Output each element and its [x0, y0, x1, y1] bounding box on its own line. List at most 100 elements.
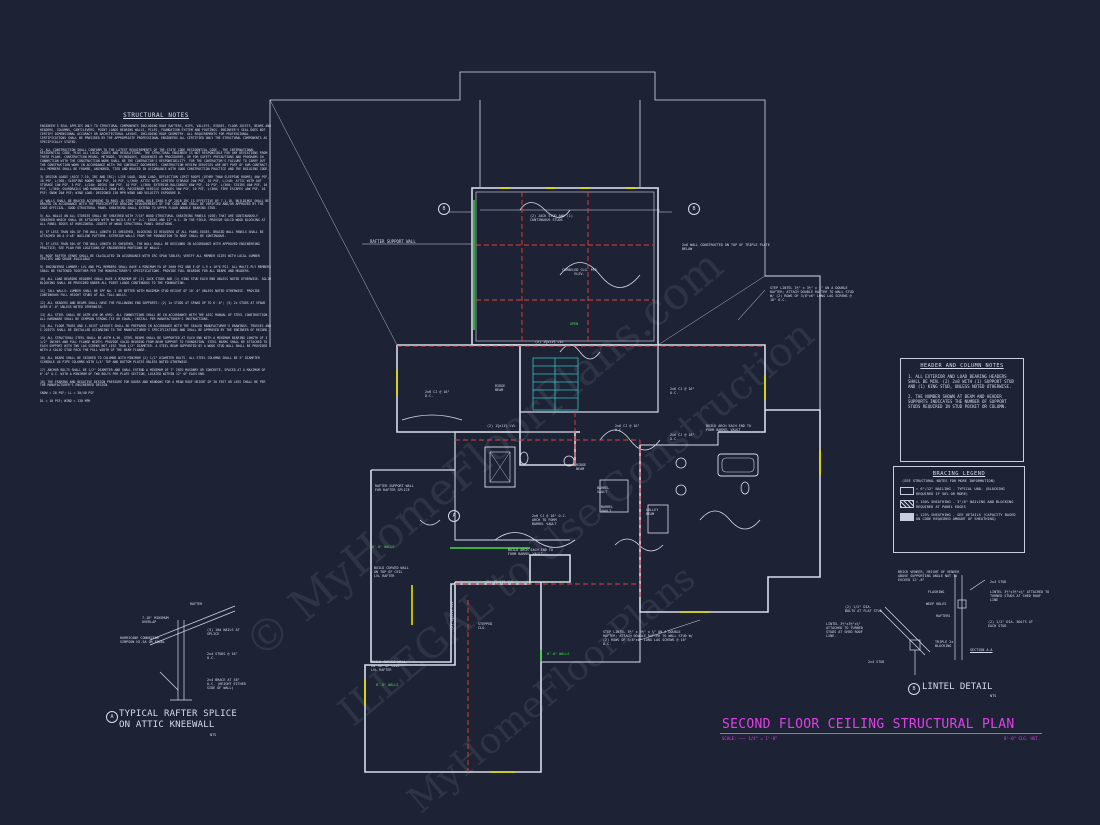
structural-notes: STRUCTURAL NOTES ENGINEER'S SEAL APPLIES… — [40, 112, 272, 408]
plan-label: BUILD ARCH EACH END TO FORM BARREL VAULT — [706, 424, 751, 432]
detail-bubble-b: B — [908, 683, 920, 695]
plan-label: (2) JACK STUD AND (1) CONTINUOUS STUDS — [530, 214, 573, 222]
bracing-legend-item-1: = 6"/12" NAILING - TYPICAL UNO. (BLOCKIN… — [900, 487, 1020, 496]
note-paragraph: 4) WALLS SHALL BE BRACED ACCORDING TO R6… — [40, 198, 270, 211]
detail-label: 2x4 STUD — [990, 580, 1007, 584]
bracing-legend-subheading: (SEE STRUCTURAL NOTES FOR MORE INFORMATI… — [902, 479, 996, 483]
section-bubble-b: B — [438, 203, 450, 215]
plan-label: OPEN — [570, 322, 579, 326]
header-column-notes-heading: HEADER AND COLUMN NOTES — [920, 363, 1004, 369]
plan-label: STEP LINTEL 3½" x 3½" x ¼" ON A DOUBLE R… — [770, 286, 854, 302]
plan-label: 8'-0" WALLS — [376, 683, 399, 687]
stair — [532, 357, 579, 411]
legend-swatch-plain — [900, 487, 914, 496]
rafter-splice-title-line-2: ON ATTIC KNEEWALL — [119, 720, 215, 730]
detail-label: SECTION A-A — [970, 648, 993, 652]
plan-label: 8'-0" WALLS — [547, 652, 570, 656]
detail-label: TRIPLE 2x BLOCKING — [935, 640, 954, 648]
rafter-splice-title-line-1: TYPICAL RAFTER SPLICE — [119, 709, 237, 719]
plan-label: 2x6 CJ @ 16" O.C. — [670, 433, 695, 441]
note-paragraph: 13) ALL STEEL SHALL BE ASTM A36 OR A992.… — [40, 312, 270, 321]
sheet-scale: SCALE: ——— 1/4" = 1'-0" — [722, 736, 778, 741]
bracing-legend: BRACING LEGEND (SEE STRUCTURAL NOTES FOR… — [893, 466, 1025, 553]
detail-label: LINTEL 3½"x3½"x¼" ATTACHED TO TURNED STU… — [826, 622, 863, 638]
section-bubble-a: A — [448, 510, 460, 522]
plan-label: BARREL VAULT — [597, 486, 610, 494]
note-paragraph: 7) IF LESS THAN 50% OF THE WALL LENGTH I… — [40, 241, 260, 250]
note-paragraph: DL = 10 PSF; WIND = 130 MPH — [40, 399, 91, 404]
note-paragraph: 6) IF LESS THAN 50% OF THE WALL LENGTH I… — [40, 229, 264, 238]
plan-label: RAFTER SUPPORT WALL FOR RAFTER SPLICE — [375, 484, 414, 492]
note-paragraph: 14) ALL FLOOR TRUSS AND I-JOIST LAYOUTS … — [40, 324, 271, 333]
rafter-splice-scale: NTS — [210, 733, 217, 737]
detail-label: LINTEL 3½"x3½"x¼" ATTACHED TO TURNED STU… — [990, 590, 1050, 602]
bathroom-left — [484, 446, 516, 488]
plan-label: STEP LINTEL 3½" x 3½" x ¼" ON A DOUBLE R… — [603, 630, 693, 646]
bottom-wing-walls — [364, 582, 542, 773]
plan-label: 2x6 CJ @ 16" O.C. — [670, 387, 695, 395]
rafter-splice-detail — [149, 605, 236, 701]
sheet-ceiling-height: 8'-0" CLG. HGT. — [1004, 736, 1041, 741]
note-paragraph: 9) ENGINEERED LUMBER: LVL AND PSL MEMBER… — [40, 265, 271, 274]
plan-label: RIDGE BEAM — [576, 463, 587, 471]
sheet-title-underline — [720, 733, 1042, 734]
detail-bubble-a: A — [106, 711, 118, 723]
detail-label: RAFTER — [190, 602, 203, 606]
note-paragraph: 5) ALL WALLS ON ALL STORIES SHALL BE SHE… — [40, 214, 266, 227]
plan-label: (2) 1¾x11⅞ LVL — [450, 601, 454, 630]
note-paragraph: 11) TALL WALLS: LUMBER SHALL BE SPF No. … — [40, 289, 260, 297]
plan-label: 2x6 CJ @ 16" O.C. — [615, 424, 640, 432]
note-paragraph: 18) THE FRAMING AND NEGATIVE DESIGN PRES… — [40, 379, 266, 388]
note-paragraph: 15) ALL STRUCTURAL STEEL SHALL BE ASTM A… — [40, 336, 268, 352]
lintel-detail-sketch — [879, 575, 986, 675]
legend-swatch-hatch — [900, 500, 914, 509]
rafter-splice-title: TYPICAL RAFTER SPLICE ON ATTIC KNEEWALL — [119, 709, 237, 731]
detail-label: BRICK VENEER, HEIGHT OF VENEER ABOVE SUP… — [898, 570, 960, 582]
structural-notes-heading: STRUCTURAL NOTES — [123, 112, 189, 119]
detail-label: 2x4 STUDS @ 16" O.C. — [207, 652, 238, 660]
lintel-detail-scale: NTS — [990, 694, 997, 698]
plan-label: 8'-0" WALLS — [372, 545, 395, 549]
note-paragraph: ENGINEER'S SEAL APPLIES ONLY TO STRUCTUR… — [40, 124, 271, 144]
plan-label: BUILD CURVED WALL ON TOP OF CEIL LVL RAF… — [374, 566, 409, 578]
detail-label: (2) 1/2" DIA. BOLTS AT EACH STUD — [988, 620, 1033, 628]
note-paragraph: 17) ANCHOR BOLTS SHALL BE 1/2" DIAMETER … — [40, 367, 266, 376]
section-bubble-b: B — [688, 203, 700, 215]
lintel-detail-title: LINTEL DETAIL — [922, 682, 993, 692]
note-paragraph: 12) ALL HEADERS AND BEAMS SHALL HAVE THE… — [40, 300, 266, 309]
plan-label: 2x6 WALL CONSTRUCTED ON TOP OF TRIPLE PL… — [682, 243, 770, 251]
bracing-legend-item-3: = 125% SHEATHING - SEE DETAILS (CAPACITY… — [900, 513, 1020, 522]
detail-label: 7-16" MINIMUM OVERLAP — [142, 616, 169, 624]
note-paragraph: 8) ROOF RAFTER SPANS SHALL BE CALCULATED… — [40, 253, 260, 262]
detail-label: HURRICANE CONNECTOR SIMPSON H2.5A OR EQU… — [120, 636, 165, 644]
header-note-2: 2. THE NUMBER SHOWN AT BEAM AND HEADER S… — [908, 394, 1007, 409]
detail-label: 2x4 BRACE AT 48" O.C. (HEIGHT EITHER SID… — [207, 678, 246, 690]
plan-label: STEPPED CLG. — [478, 622, 493, 630]
roof-outline — [269, 71, 766, 347]
sheet-title: SECOND FLOOR CEILING STRUCTURAL PLAN — [722, 717, 1015, 732]
note-paragraph: SNOW = 20 PSF; LL = 30/40 PSF — [40, 391, 95, 396]
note-paragraph: 16) ALL BEAMS SHALL BE SECURED TO COLUMN… — [40, 355, 260, 364]
plan-label: 2x6 CJ @ 16" O.C. — [425, 390, 450, 398]
plan-label: (2) 1¾x11⅞ LVL — [535, 340, 564, 344]
header-column-notes: HEADER AND COLUMN NOTES 1. ALL EXTERIOR … — [900, 358, 1024, 462]
upper-room-walls — [471, 187, 659, 346]
detail-label: FLASHING — [928, 590, 945, 594]
legend-swatch-solid — [900, 513, 914, 522]
plan-label: RIDGE BEAM — [495, 384, 506, 392]
plan-label: BUILD ARCH EACH END TO FORM BARREL VAULT — [508, 548, 553, 556]
note-paragraph: 2) ALL CONSTRUCTION SHALL CONFORM TO THE… — [40, 147, 270, 172]
note-paragraph: 3) DESIGN LOADS (ASCE 7-10, IBC AND IRC)… — [40, 174, 270, 195]
plan-label: CORBELED CLG. PER ELEV. — [562, 268, 597, 276]
plan-label: RAFTER SUPPORT WALL — [370, 239, 416, 244]
detail-label: WEEP HOLES — [926, 602, 947, 606]
plan-label: 2x6 CJ @ 16" O.C. ARCH TO FORM BARREL VA… — [532, 514, 567, 526]
plan-label: (2) 1¾x11⅞ LVL — [487, 424, 516, 428]
detail-label: 2x4 STUD — [868, 660, 885, 664]
detail-label: RAFTERS — [936, 614, 951, 618]
detail-label: (3) 10d NAILS AT SPLICE — [207, 628, 240, 636]
plan-label: (2) 1¾x11⅞ LVL — [485, 580, 514, 584]
plan-label: BUILD CURVED WALL ON TOP OF CEIL LVL RAF… — [371, 660, 406, 672]
